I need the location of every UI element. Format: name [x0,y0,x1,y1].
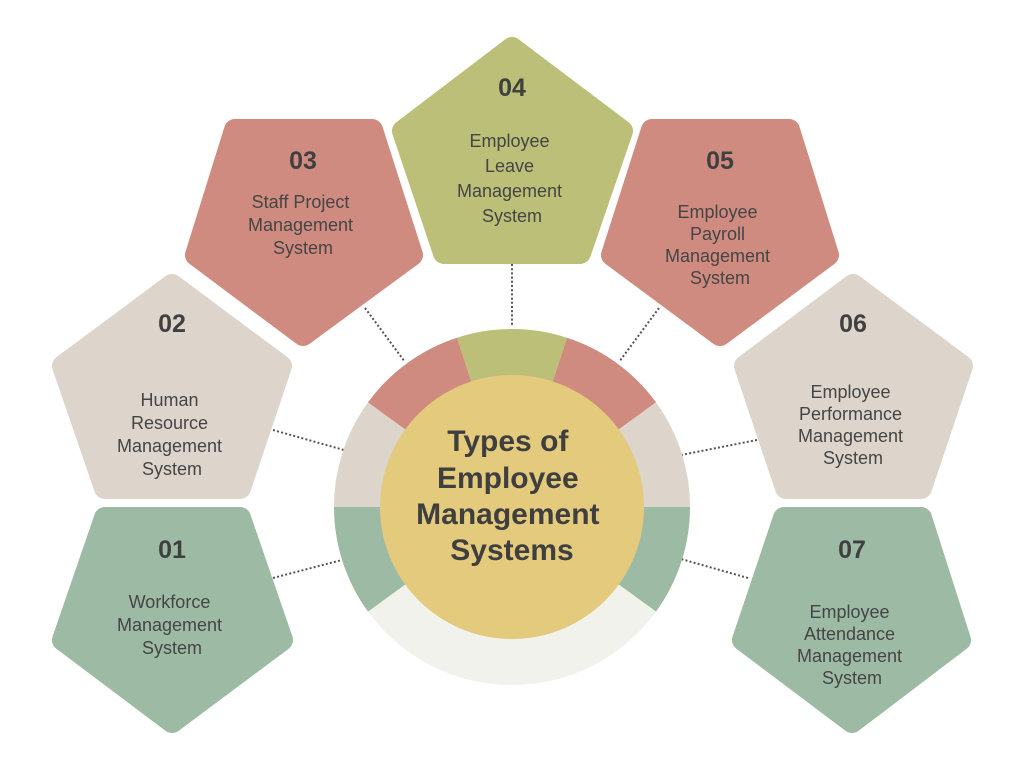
item-label: Workforce Management System [117,592,227,658]
connector-02 [272,429,345,451]
connector-06 [680,439,758,456]
connector-07 [680,558,749,579]
pentagon-shape [392,37,633,264]
title-line-3: Management [416,498,599,531]
title-line-2: Employee [437,462,579,495]
item-01-workforce: 01 Workforce Management System [52,507,293,733]
item-label: Employee Performance Management System [798,382,908,468]
ring-segment-4 [617,507,690,612]
connector-05 [618,307,660,363]
item-label: Employee Leave Management System [457,131,567,226]
item-label: Staff Project Management System [248,192,358,258]
item-number: 01 [158,536,186,564]
pentagon-shape [52,507,293,733]
ring-segment-1 [456,329,568,383]
pentagon-shape [185,119,423,346]
item-number: 02 [158,310,186,338]
ring-segment-3 [617,402,690,507]
item-05-employee-payroll: 05 Employee Payroll Management System [601,119,839,346]
item-02-human-resource: 02 Human Resource Management System [52,274,292,499]
item-07-employee-attendance: 07 Employee Attendance Management System [732,507,971,733]
item-number: 06 [839,310,867,338]
ring-segment-8 [367,337,472,431]
center-ring [334,329,690,685]
connector-01 [272,559,343,579]
pentagon-shape [734,274,973,499]
connectors [272,264,758,579]
item-label: Employee Attendance Management System [797,602,907,688]
ring-segment-6 [334,507,407,612]
item-label: Human Resource Management System [117,390,227,479]
pentagon-shape [52,274,292,499]
item-03-staff-project: 03 Staff Project Management System [185,119,423,346]
title-line-1: Types of [447,425,569,458]
ring-segment-2 [552,337,657,431]
pentagon-shape [601,119,839,346]
item-label: Employee Payroll Management System [665,202,775,288]
system-pentagons: 01 Workforce Management System 02 Human … [52,37,973,733]
item-number: 05 [706,147,734,175]
ring-segment-7 [334,402,407,507]
item-number: 03 [289,147,317,175]
item-number: 04 [498,74,526,102]
item-06-employee-performance: 06 Employee Performance Management Syste… [734,274,973,499]
item-04-employee-leave: 04 Employee Leave Management System [392,37,633,264]
diagram-title: Types of Employee Management Systems [416,425,608,567]
title-line-4: Systems [450,534,573,567]
connector-03 [364,307,406,363]
pentagon-shape [732,507,971,733]
item-number: 07 [838,536,866,564]
center-circle [380,375,644,639]
ring-segment-5 [367,583,657,685]
